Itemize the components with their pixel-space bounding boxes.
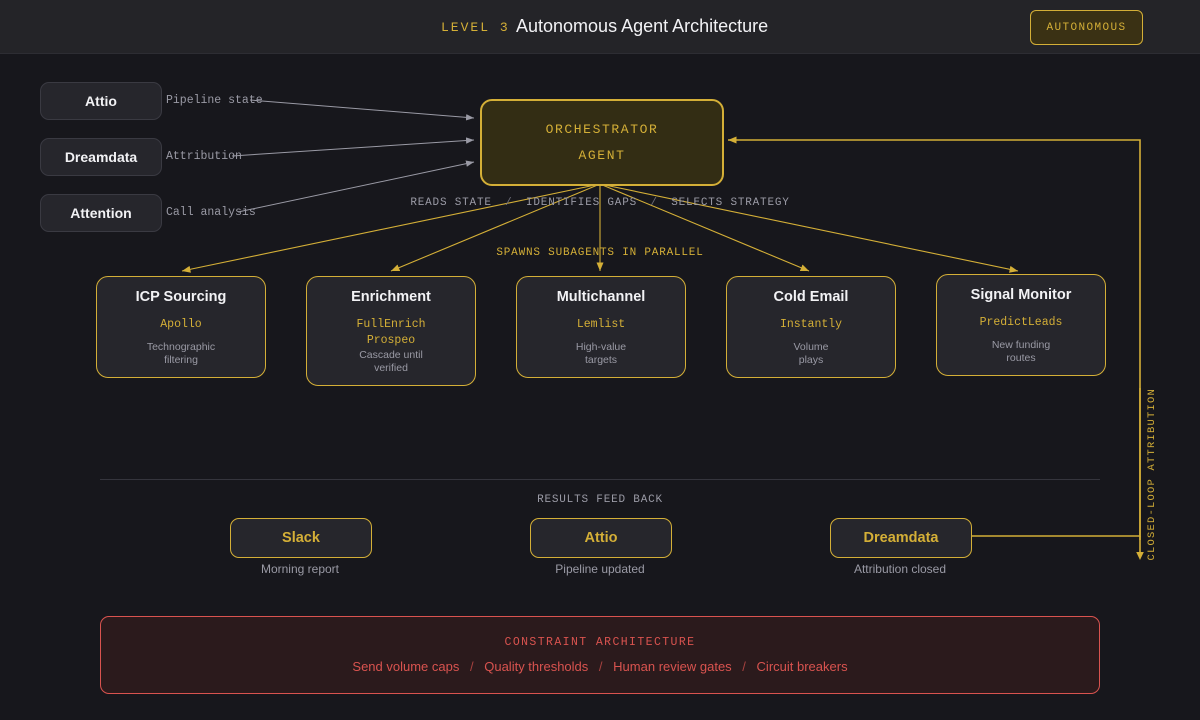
agent-title: Cold Email [773,289,849,305]
output-node-label: Dreamdata [863,530,939,546]
source-label-pipeline-state: Pipeline state [166,94,263,107]
source-connectors [231,99,475,213]
closed-loop-attribution-label: CLOSED-LOOP ATTRIBUTION [1146,388,1158,561]
source-node-dreamdata[interactable]: Dreamdata [40,138,162,176]
agent-tools: PredictLeads [980,315,1063,331]
agent-title: Enrichment [351,289,431,305]
agent-tools: Apollo [160,317,201,333]
source-node-attio[interactable]: Attio [40,82,162,120]
agent-description: Technographic filtering [147,341,215,377]
level-value: 3 [499,20,510,35]
agent-desc-line: verified [374,362,408,374]
mode-badge[interactable]: AUTONOMOUS [1030,10,1143,45]
process-step-identifies-gaps: IDENTIFIES GAPS [525,197,638,209]
source-node-label: Dreamdata [64,149,138,165]
agent-tool: Prospeo [366,334,416,347]
process-step-selects-strategy: SELECTS STRATEGY [671,197,790,209]
agent-tool: FullEnrich [356,318,426,331]
output-caption-attribution-closed: Attribution closed [853,562,947,576]
agent-tool: Lemlist [576,318,626,331]
constraint-separator: / [598,659,603,674]
agent-card-signal-monitor[interactable]: Signal Monitor PredictLeads New funding … [936,274,1106,376]
process-separator: / [650,197,658,209]
agent-desc-line: Technographic [146,341,216,353]
agent-description: High-value targets [576,341,626,377]
results-feed-back-label: RESULTS FEED BACK [537,494,663,506]
process-steps: READS STATE / IDENTIFIES GAPS / SELECTS … [0,197,1200,209]
agent-title: Signal Monitor [970,287,1072,303]
constraint-item-quality-thresholds: Quality thresholds [484,659,589,674]
constraint-architecture-panel: CONSTRAINT ARCHITECTURE Send volume caps… [100,616,1100,694]
source-label-call-analysis: Call analysis [166,206,256,219]
agent-desc-line: targets [584,354,618,366]
constraint-item-circuit-breakers: Circuit breakers [756,659,848,674]
agent-card-cold-email[interactable]: Cold Email Instantly Volume plays [726,276,896,378]
agent-title: Multichannel [556,289,646,305]
constraint-separator: / [742,659,746,674]
source-node-label: Attention [70,205,132,221]
agent-card-icp-sourcing[interactable]: ICP Sourcing Apollo Technographic filter… [96,276,266,378]
constraint-item-send-volume-caps: Send volume caps [352,659,460,674]
agent-desc-line: Volume [793,341,829,353]
agent-desc-line: routes [1006,352,1036,364]
constraint-title: CONSTRAINT ARCHITECTURE [504,636,696,649]
agent-tool: Apollo [160,318,202,331]
constraint-items: Send volume caps / Quality thresholds / … [352,659,847,674]
agent-description: Cascade until verified [359,349,423,385]
constraint-separator: / [469,659,474,674]
agent-tools: Lemlist [577,317,625,333]
source-node-attention[interactable]: Attention [40,194,162,232]
output-node-dreamdata[interactable]: Dreamdata [830,518,972,558]
agent-desc-line: filtering [164,354,198,366]
mode-badge-label: AUTONOMOUS [1046,21,1127,34]
agent-description: Volume plays [793,341,828,377]
agent-tool: PredictLeads [979,316,1063,329]
agent-card-multichannel[interactable]: Multichannel Lemlist High-value targets [516,276,686,378]
agent-tools: FullEnrich Prospeo [356,317,425,349]
level-tag: LEVEL 3 [441,20,510,35]
constraint-item-human-review-gates: Human review gates [613,659,732,674]
agent-tool: Instantly [779,318,843,331]
source-label-attribution: Attribution [166,150,242,163]
source-node-label: Attio [85,93,117,109]
output-caption-pipeline-updated: Pipeline updated [555,562,645,576]
orchestrator-line-2: AGENT [578,147,626,163]
spawn-subagents-label: SPAWNS SUBAGENTS IN PARALLEL [496,247,704,259]
output-node-label: Slack [282,530,320,546]
process-step-reads-state: READS STATE [410,197,492,209]
output-node-label: Attio [584,530,618,546]
page-header: LEVEL 3 Autonomous Agent Architecture AU… [0,0,1200,54]
output-caption-morning-report: Morning report [260,562,340,576]
agent-desc-line: High-value [575,341,627,353]
output-node-attio[interactable]: Attio [530,518,672,558]
orchestrator-line-1: ORCHESTRATOR [545,121,659,137]
agent-desc-line: plays [798,354,824,366]
agent-desc-line: New funding [991,339,1051,351]
agent-card-enrichment[interactable]: Enrichment FullEnrich Prospeo Cascade un… [306,276,476,386]
level-label: LEVEL [441,20,491,35]
output-node-slack[interactable]: Slack [230,518,372,558]
agent-tools: Instantly [780,317,842,333]
closed-loop-down-arrow [1136,388,1144,560]
process-separator: / [505,197,513,209]
agent-desc-line: Cascade until [359,349,423,361]
section-divider [100,479,1100,480]
orchestrator-agent-node[interactable]: ORCHESTRATOR AGENT [480,99,724,186]
agent-description: New funding routes [992,339,1050,375]
page-title: Autonomous Agent Architecture [516,16,769,36]
agent-title: ICP Sourcing [135,289,227,305]
